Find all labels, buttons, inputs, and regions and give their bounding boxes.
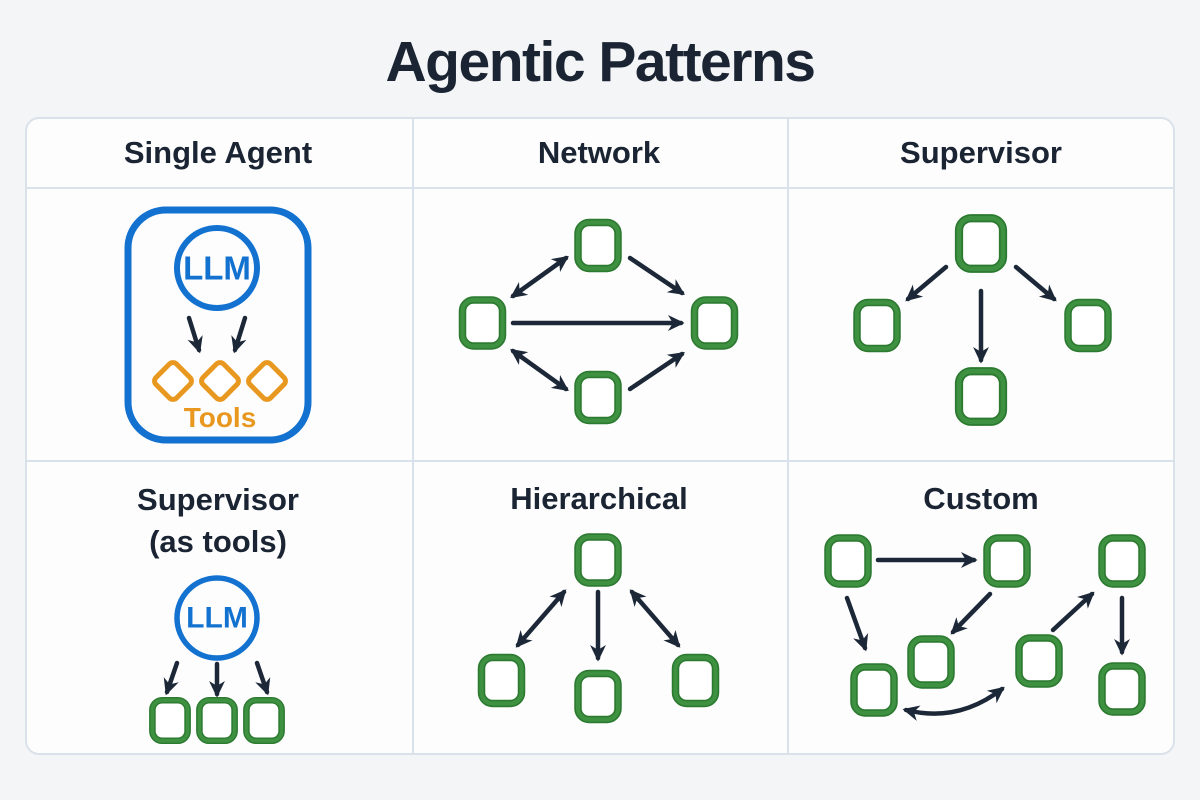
cell-title-supervisor-as-tools-line1: Supervisor	[137, 482, 299, 517]
column-divider	[787, 119, 789, 753]
cell-title-single-agent: Single Agent	[123, 135, 313, 170]
cell-title-hierarchical: Hierarchical	[510, 481, 688, 516]
column-divider	[412, 119, 414, 753]
page-title: Agentic Patterns	[385, 30, 816, 94]
cell-title-custom: Custom	[923, 481, 1039, 516]
header-row-divider	[27, 187, 1173, 189]
cell-title-network: Network	[537, 135, 661, 170]
cell-title-supervisor: Supervisor	[900, 135, 1062, 170]
cell-title-supervisor-as-tools-line2: (as tools)	[149, 524, 287, 559]
row-divider	[27, 460, 1173, 462]
patterns-table	[25, 117, 1175, 755]
